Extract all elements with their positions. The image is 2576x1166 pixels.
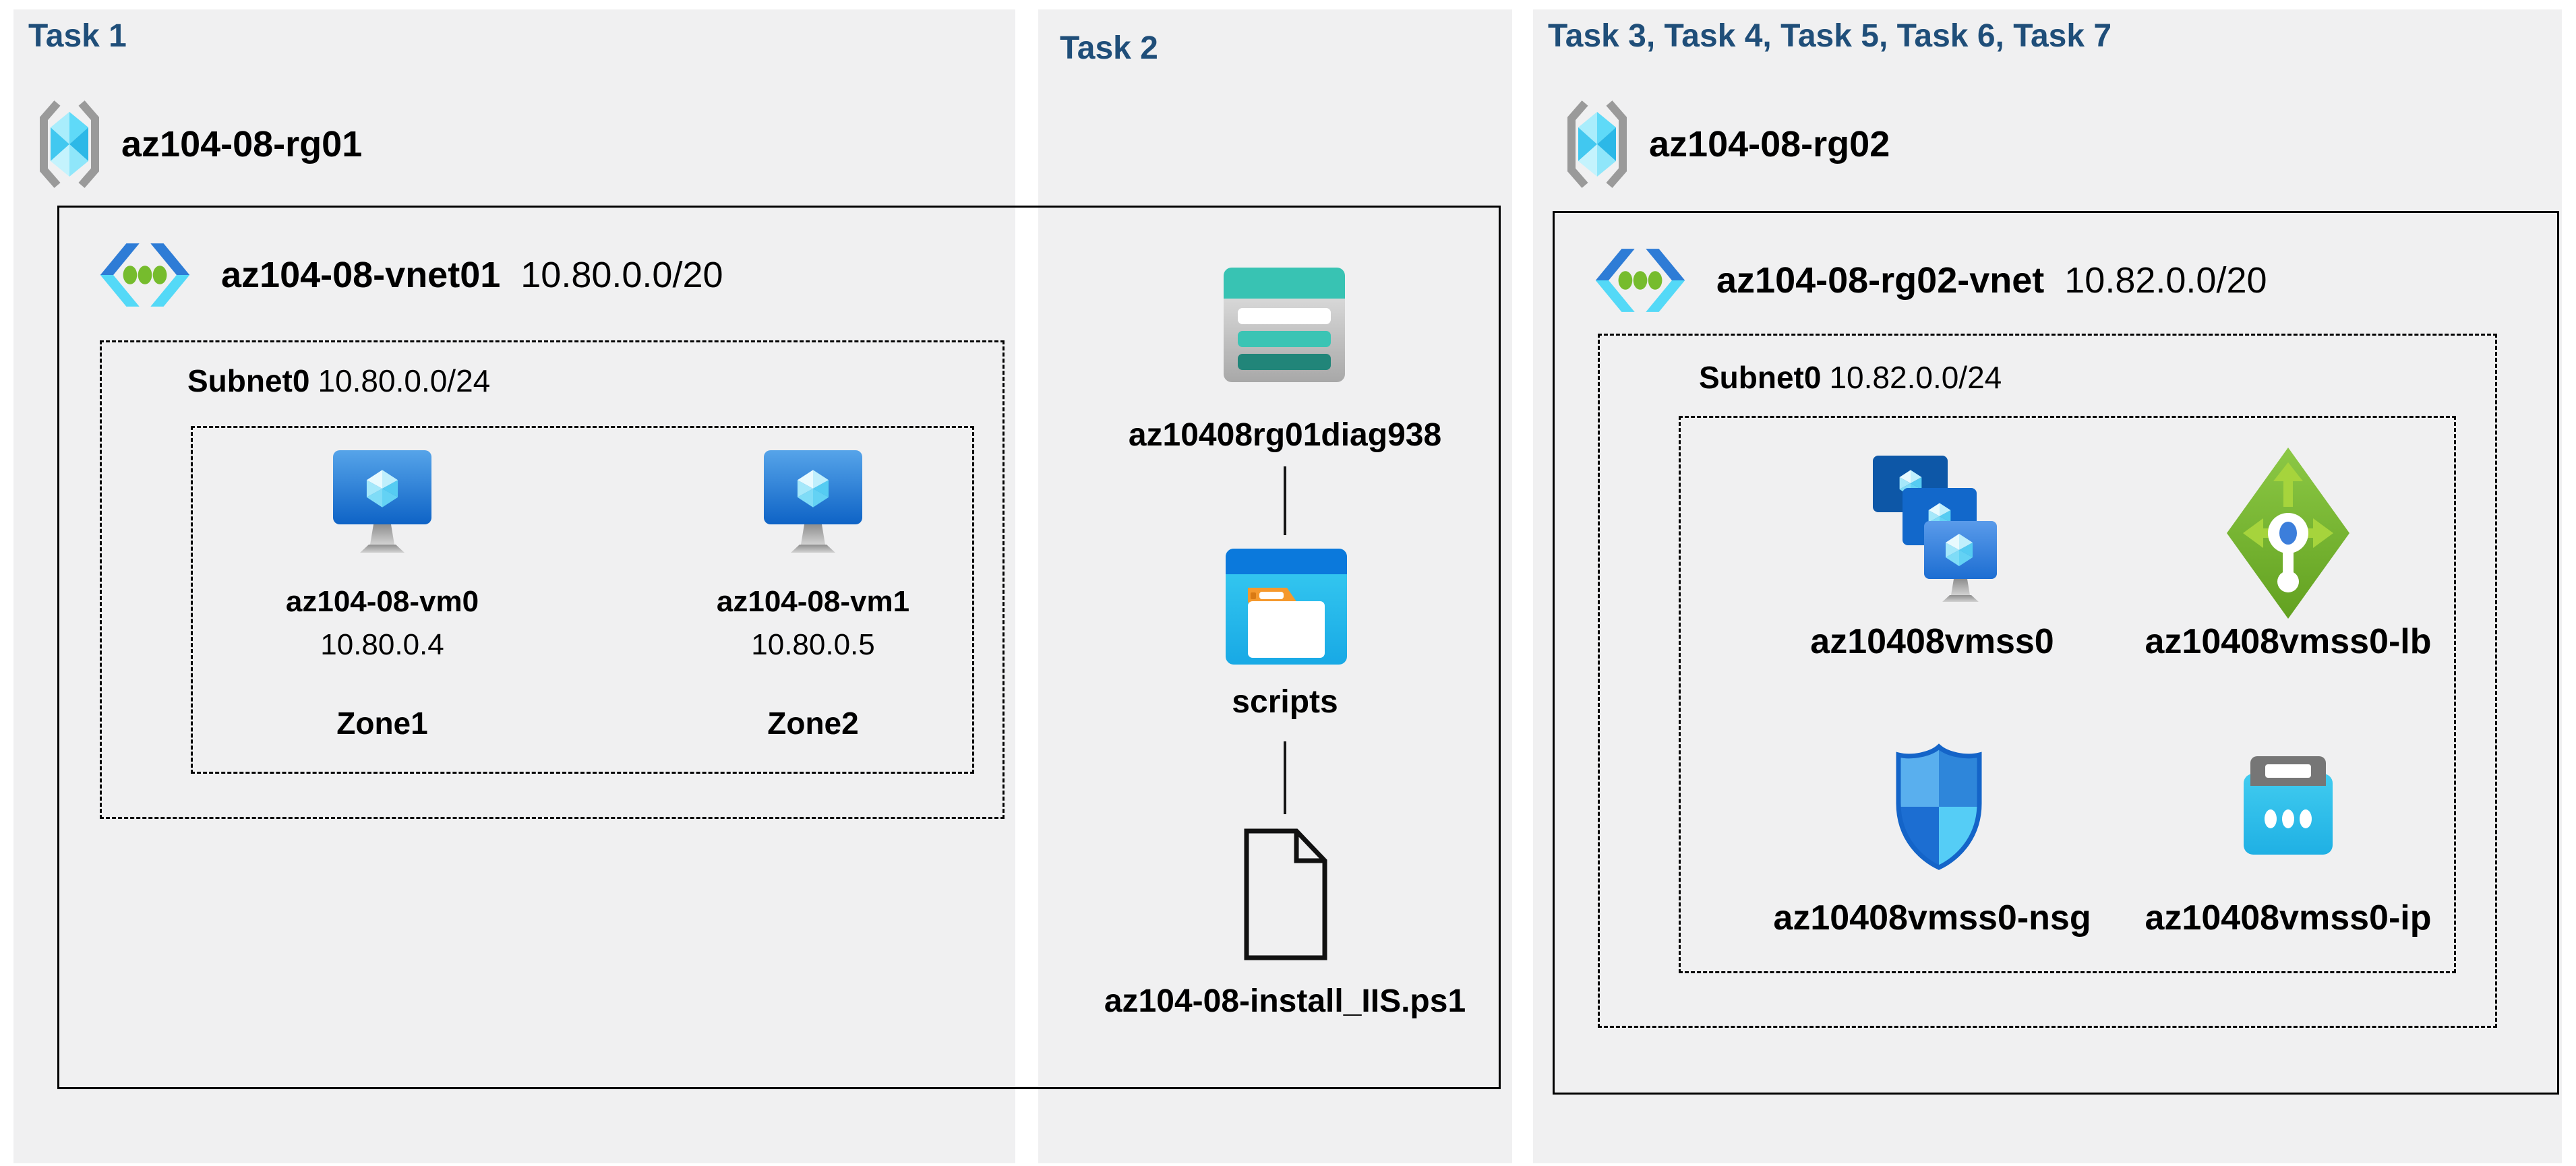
script-file-label: az104-08-install_IIS.ps1 <box>1104 983 1466 1019</box>
public-ip-label: az10408vmss0-ip <box>2145 898 2432 938</box>
storage-account-node <box>1224 268 1345 382</box>
task2-header: Task 2 <box>1060 30 1158 66</box>
blob-container-node <box>1226 549 1347 665</box>
container-label: scripts <box>1232 684 1338 720</box>
storage-account-icon <box>1224 268 1345 382</box>
vm-scale-set-icon <box>1873 456 1997 602</box>
virtual-machine-icon <box>764 450 862 553</box>
resource-group-icon <box>40 100 99 188</box>
rg02-vnet-row: az104-08-rg02-vnet 10.82.0.0/20 <box>1584 233 2267 328</box>
subnet-cidr: 10.82.0.0/24 <box>1829 360 2002 395</box>
subnet0-box-rg01 <box>100 340 1005 819</box>
storage-account-label: az10408rg01diag938 <box>1128 417 1442 453</box>
vnet01-row: az104-08-vnet01 10.80.0.0/20 <box>89 228 723 322</box>
vm1-name: az104-08-vm1 <box>716 585 910 618</box>
vm-zone-box <box>191 426 974 774</box>
vnet-cidr: 10.82.0.0/20 <box>2064 260 2267 301</box>
resource-group-rg01: az104-08-rg01 <box>35 96 362 192</box>
public-ip-node <box>2242 755 2334 856</box>
vm0-name: az104-08-vm0 <box>285 585 479 618</box>
panel-task1 <box>13 9 1015 1163</box>
vm1-node <box>762 449 864 557</box>
vm0-zone: Zone1 <box>336 706 428 741</box>
file-icon <box>1244 828 1327 960</box>
vm0-ip: 10.80.0.4 <box>320 628 444 661</box>
subnet-cidr: 10.80.0.0/24 <box>318 363 491 398</box>
load-balancer-label: az10408vmss0-lb <box>2145 622 2432 661</box>
subnet0-box-rg02 <box>1598 334 2497 1028</box>
vmss-node <box>1873 456 1997 604</box>
resource-group-name: az104-08-rg02 <box>1649 124 1890 164</box>
vnet-cidr: 10.80.0.0/20 <box>520 255 723 295</box>
virtual-machine-icon <box>333 450 431 553</box>
blob-container-icon <box>1226 549 1347 665</box>
load-balancer-icon <box>2227 448 2349 619</box>
vmss-label: az10408vmss0 <box>1810 622 2054 661</box>
connector-container-file <box>1284 741 1286 814</box>
resource-group-rg02: az104-08-rg02 <box>1563 96 1890 192</box>
connector-storage-container <box>1284 466 1286 535</box>
subnet-name: Subnet0 <box>187 363 310 398</box>
nsg-node <box>1888 741 1990 871</box>
vnet01-box <box>57 206 1501 1089</box>
vm0-node <box>332 449 433 557</box>
resource-group-icon <box>1567 100 1627 188</box>
network-security-group-icon <box>1896 743 1982 870</box>
resource-group-name: az104-08-rg01 <box>121 124 363 164</box>
virtual-network-icon <box>100 243 190 307</box>
virtual-network-icon <box>1595 249 1685 312</box>
vnet-name: az104-08-vnet01 <box>221 255 501 295</box>
public-ip-icon <box>2244 756 2333 855</box>
vnet-name: az104-08-rg02-vnet <box>1716 260 2045 301</box>
nsg-label: az10408vmss0-nsg <box>1773 898 2091 938</box>
vm1-zone: Zone2 <box>767 706 859 741</box>
script-file-node <box>1244 828 1327 960</box>
subnet-name: Subnet0 <box>1699 360 1822 395</box>
task3-header: Task 3, Task 4, Task 5, Task 6, Task 7 <box>1548 18 2112 54</box>
task1-header: Task 1 <box>28 18 127 54</box>
panel-task3 <box>1533 9 2562 1163</box>
load-balancer-node <box>2224 445 2352 621</box>
vmss-resources-box <box>1679 416 2456 973</box>
vm1-ip: 10.80.0.5 <box>751 628 875 661</box>
rg02-vnet-box <box>1553 211 2559 1095</box>
